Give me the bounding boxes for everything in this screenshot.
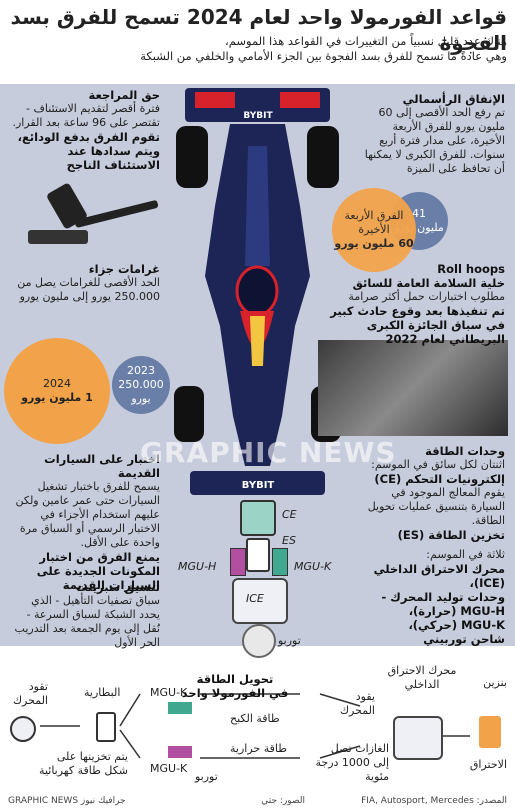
fines-heading: غرامات جزاء bbox=[88, 262, 160, 276]
section-power-units: وحدات الطاقة اثنتان لكل سائق في الموسم: … bbox=[355, 444, 505, 646]
f1-car-illustration: BYBIT BYBIT bbox=[174, 88, 341, 495]
old-cars-body: يسمح للفرق باختبار تشغيل السيارات حتى عم… bbox=[15, 480, 161, 549]
mguk-label: MGU-K bbox=[294, 560, 332, 573]
roll-hoops-heading: خلية السلامة العامة للسائق bbox=[352, 276, 505, 290]
review-note: تقوم الفرق بدفع الودائع، ويتم سدادها عند… bbox=[17, 130, 160, 172]
section-capital: الإنفاق الرأسمالي تم رفع الحد الأقصى إلى… bbox=[355, 92, 505, 176]
flow-engine: محرك الاحتراق الداخلي bbox=[387, 664, 457, 691]
power-units-line2: ثلاثة في الموسم: bbox=[426, 548, 505, 561]
section-sprint: تنسيق سبرينت سباق تصفيات التأهيل - الذي … bbox=[10, 580, 160, 650]
es-heading: تخزين الطاقة (ES) bbox=[397, 528, 505, 542]
turbo-label: توربو bbox=[278, 634, 301, 647]
capital-big-value: 60 مليون يورو bbox=[334, 237, 414, 250]
es-battery-icon bbox=[246, 538, 270, 572]
ce-label: CE bbox=[282, 508, 297, 521]
es-label: ES bbox=[282, 534, 296, 547]
flow-brake-energy: طاقة الكبح bbox=[230, 712, 280, 725]
flow-mguk-bottom: MGU-K bbox=[150, 762, 188, 775]
capital-bubble-big: الفرق الأربعة الأخيرة 60 مليون يورو bbox=[332, 188, 416, 272]
flow-exhaust: الغازات تصل إلى 1000 درجة مئوية bbox=[315, 742, 389, 783]
section-roll-hoops: Roll hoops خلية السلامة العامة للسائق مط… bbox=[327, 262, 505, 346]
svg-text:BYBIT: BYBIT bbox=[242, 480, 275, 491]
mguh-label: MGU-H bbox=[178, 560, 217, 573]
svg-text:BYBIT: BYBIT bbox=[243, 111, 273, 121]
ice-label: ICE bbox=[246, 592, 264, 605]
subtitle-line-2: وهي عادةً ما تسمح للفرق بسد الفجوة بين ا… bbox=[140, 49, 507, 63]
flow-drives-engine: يقود المحرك bbox=[339, 690, 375, 717]
flow-fuel: بنزين bbox=[483, 676, 507, 689]
motor-icon bbox=[10, 716, 36, 742]
roll-hoop-crash-photo bbox=[318, 340, 508, 436]
power-units-heading: وحدات الطاقة bbox=[425, 444, 505, 458]
flow-heat-energy: طاقة حرارية bbox=[230, 742, 287, 755]
sprint-body: سباق تصفيات التأهيل - الذي يحدد الشبكة ل… bbox=[14, 594, 160, 649]
roll-hoops-note: تم تنفيذها بعد وقوع حادث كبير في سباق ال… bbox=[330, 304, 505, 346]
ice-engine-icon bbox=[232, 578, 288, 624]
footer-credit: GRAPHIC NEWS جرافيك نيوز bbox=[8, 796, 126, 806]
subtitle-line-1: هناك عدد قليل نسبياً من التغييرات في الق… bbox=[225, 34, 507, 48]
old-cars-heading: اختبار على السيارات القديمة bbox=[44, 452, 160, 480]
sprint-heading: تنسيق سبرينت bbox=[75, 580, 160, 594]
flow-arrows bbox=[40, 693, 470, 759]
footer-photo: الصور: جتي bbox=[261, 796, 305, 806]
engine-block-icon bbox=[393, 716, 443, 760]
battery-icon bbox=[96, 712, 116, 742]
flow-mguk-top: MGU-K bbox=[150, 686, 188, 699]
review-body: فترة أقصر لتقديم الاستئناف - تقتصر على 9… bbox=[12, 102, 161, 129]
capital-big-label: الفرق الأربعة الأخيرة bbox=[344, 209, 404, 236]
ce-chip-icon bbox=[240, 500, 276, 536]
ice-heading: محرك الاحتراق الداخلي (ICE)، bbox=[373, 562, 505, 590]
fine-2024-year: 2024 bbox=[43, 377, 71, 390]
footer-sources: المصدر: FIA, Autosport, Mercedes bbox=[361, 796, 507, 806]
flow-diagram: تحويل الطاقة في الفورمولا واحد بنزين الا… bbox=[0, 646, 515, 786]
flow-combustion: الاحتراق bbox=[469, 758, 507, 771]
section-fines: غرامات جزاء الحد الأقصى للغرامات يصل من … bbox=[10, 262, 160, 304]
mgu-intro: وحدات توليد المحرك - bbox=[381, 590, 506, 604]
turbo-icon bbox=[242, 624, 276, 658]
old-cars-note: يمنع الفرق من اختبار المكونات الجديدة عل… bbox=[36, 550, 160, 592]
flow-turbo: توربو bbox=[195, 770, 218, 783]
mguh-unit-icon bbox=[230, 548, 246, 576]
ce-body: يقوم المعالج الموجود في السيارة بتنسيق ع… bbox=[367, 486, 505, 527]
roll-hoops-body: مطلوب اختبارات حمل أكثر صرامة bbox=[348, 290, 505, 303]
capital-heading: الإنفاق الرأسمالي bbox=[402, 92, 505, 106]
flow-title-line1: تحويل الطاقة bbox=[196, 672, 274, 686]
page-subtitle: هناك عدد قليل نسبياً من التغييرات في الق… bbox=[40, 34, 507, 64]
section-old-cars: اختبار على السيارات القديمة يسمح للفرق ب… bbox=[10, 452, 161, 592]
flow-stored: يتم تخزينها على شكل طاقة كهربائية bbox=[39, 750, 128, 777]
roll-hoops-label: Roll hoops bbox=[437, 262, 505, 276]
flow-title: تحويل الطاقة في الفورمولا واحد bbox=[170, 672, 300, 700]
gavel-icon bbox=[28, 183, 159, 244]
fine-2024-bubble: 2024 1 مليون يورو bbox=[4, 338, 110, 444]
fine-2023-bubble: 2023 250.000 يورو bbox=[112, 356, 170, 414]
fines-body: الحد الأقصى للغرامات يصل من 250.000 يورو… bbox=[17, 276, 160, 303]
fine-2023-year: 2023 bbox=[127, 364, 155, 377]
capital-body: تم رفع الحد الأقصى إلى 60 مليون يورو للف… bbox=[364, 106, 505, 175]
power-units-line1: اثنتان لكل سائق في الموسم: bbox=[371, 458, 505, 471]
fuel-pump-icon bbox=[479, 716, 501, 748]
mguk-heading: MGU-K (حركي)، bbox=[408, 618, 505, 632]
watermark: GRAPHIC NEWS bbox=[140, 436, 397, 469]
capital-small-value: 41 bbox=[412, 207, 426, 220]
fine-2024-value: 1 مليون يورو bbox=[21, 391, 93, 404]
turbo-heading: شاحن توربيني bbox=[423, 632, 505, 646]
mguh-heading: MGU-H (حرارة)، bbox=[408, 604, 505, 618]
fine-2023-unit: يورو bbox=[131, 392, 151, 405]
mguk-top-icon bbox=[168, 702, 192, 714]
flow-drives-motor: تقود المحرك bbox=[12, 680, 48, 707]
flow-title-line2: في الفورمولا واحد bbox=[181, 686, 289, 700]
mguk-unit-icon bbox=[272, 548, 288, 576]
section-review: حق المراجعة فترة أقصر لتقديم الاستئناف -… bbox=[10, 88, 161, 172]
page-title: قواعد الفورمولا واحد لعام 2024 تسمح للفر… bbox=[10, 5, 507, 55]
flow-battery: البطارية bbox=[84, 686, 121, 699]
review-heading: حق المراجعة bbox=[88, 88, 160, 102]
mguk-bottom-icon bbox=[168, 746, 192, 758]
ce-heading: إلكترونيات التحكم (CE) bbox=[374, 472, 505, 486]
fine-2023-value: 250.000 bbox=[118, 378, 164, 391]
